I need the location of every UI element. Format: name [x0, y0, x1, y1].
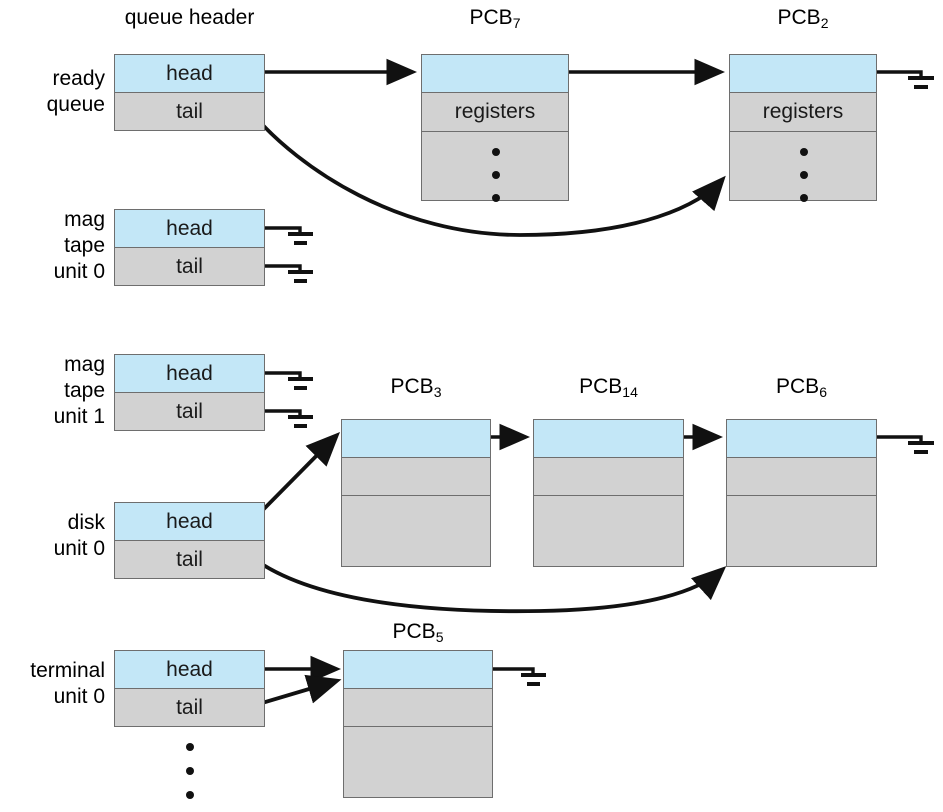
pcb-6-middle-cell[interactable] [726, 457, 877, 496]
pcb-3-pointer-cell[interactable] [341, 419, 491, 458]
pcb-6-caption: PCB6 [776, 375, 827, 400]
pcb-6-body-cell[interactable] [726, 495, 877, 567]
disk-unit-0-head-cell[interactable]: head [114, 502, 265, 541]
cell-label-head: head [166, 361, 213, 385]
dot [185, 791, 194, 799]
disk-unit-0-tail-cell[interactable]: tail [114, 540, 265, 579]
pcb-14-body-cell[interactable] [533, 495, 684, 567]
dot [800, 170, 808, 179]
queue-header-caption: queue header [124, 6, 255, 29]
cell-label-tail: tail [176, 254, 203, 278]
mag-tape-unit-0-head-cell[interactable]: head [114, 209, 265, 248]
mag-tape-unit-1-head-cell[interactable]: head [114, 354, 265, 393]
dot [185, 767, 194, 775]
pcb-5-middle-cell[interactable] [343, 688, 493, 727]
pcb-3-body-cell[interactable] [341, 495, 491, 567]
pcb-3-middle-cell[interactable] [341, 457, 491, 496]
pcb-2-dots-cell[interactable] [729, 131, 877, 203]
cell-label-head: head [166, 61, 213, 85]
cell-label-tail: tail [176, 695, 203, 719]
pcb-5-body-cell[interactable] [343, 726, 493, 798]
cell-label-head: head [166, 216, 213, 240]
pcb-14-middle-cell[interactable] [533, 457, 684, 496]
cell-label-tail: tail [176, 547, 203, 571]
pcb-5-caption: PCB5 [392, 620, 444, 645]
pcb-7-pointer-cell[interactable] [421, 54, 569, 93]
pcb-3-caption: PCB3 [390, 375, 442, 400]
ready-queue-tail-cell[interactable]: tail [114, 92, 265, 131]
pcb-14-pointer-cell[interactable] [533, 419, 684, 458]
cell-label-head: head [166, 509, 213, 533]
terminal-unit-0-head-cell[interactable]: head [114, 650, 265, 689]
pcb-7-caption: PCB7 [469, 6, 521, 31]
dot [492, 147, 500, 156]
dot [492, 170, 500, 179]
vertical-ellipsis-icon [730, 132, 878, 218]
dot [492, 194, 500, 203]
dot [800, 194, 808, 203]
dot [800, 147, 808, 156]
pcb-6-pointer-cell[interactable] [726, 419, 877, 458]
pcb-2-pointer-cell[interactable] [729, 54, 877, 93]
dot [185, 743, 194, 751]
cell-label-tail: tail [176, 99, 203, 123]
pcb-14-caption: PCB14 [579, 375, 638, 400]
terminal-queue-ellipsis-icon [114, 735, 265, 807]
mag-tape-unit-1-tail-cell[interactable]: tail [114, 392, 265, 431]
pcb-5-pointer-cell[interactable] [343, 650, 493, 689]
pcb-2-registers-cell[interactable]: registers [729, 92, 877, 132]
vertical-ellipsis-icon [422, 132, 570, 218]
cell-label-head: head [166, 657, 213, 681]
pcb-2-caption: PCB2 [777, 6, 829, 31]
pcb-7-dots-cell[interactable] [421, 131, 569, 203]
pcb-7-registers-cell[interactable]: registers [421, 92, 569, 132]
ready-queue-head-cell[interactable]: head [114, 54, 265, 93]
cell-label-registers: registers [454, 100, 536, 123]
terminal-unit-0-tail-cell[interactable]: tail [114, 688, 265, 727]
cell-label-registers: registers [762, 100, 844, 123]
mag-tape-unit-0-tail-cell[interactable]: tail [114, 247, 265, 286]
cell-label-tail: tail [176, 399, 203, 423]
